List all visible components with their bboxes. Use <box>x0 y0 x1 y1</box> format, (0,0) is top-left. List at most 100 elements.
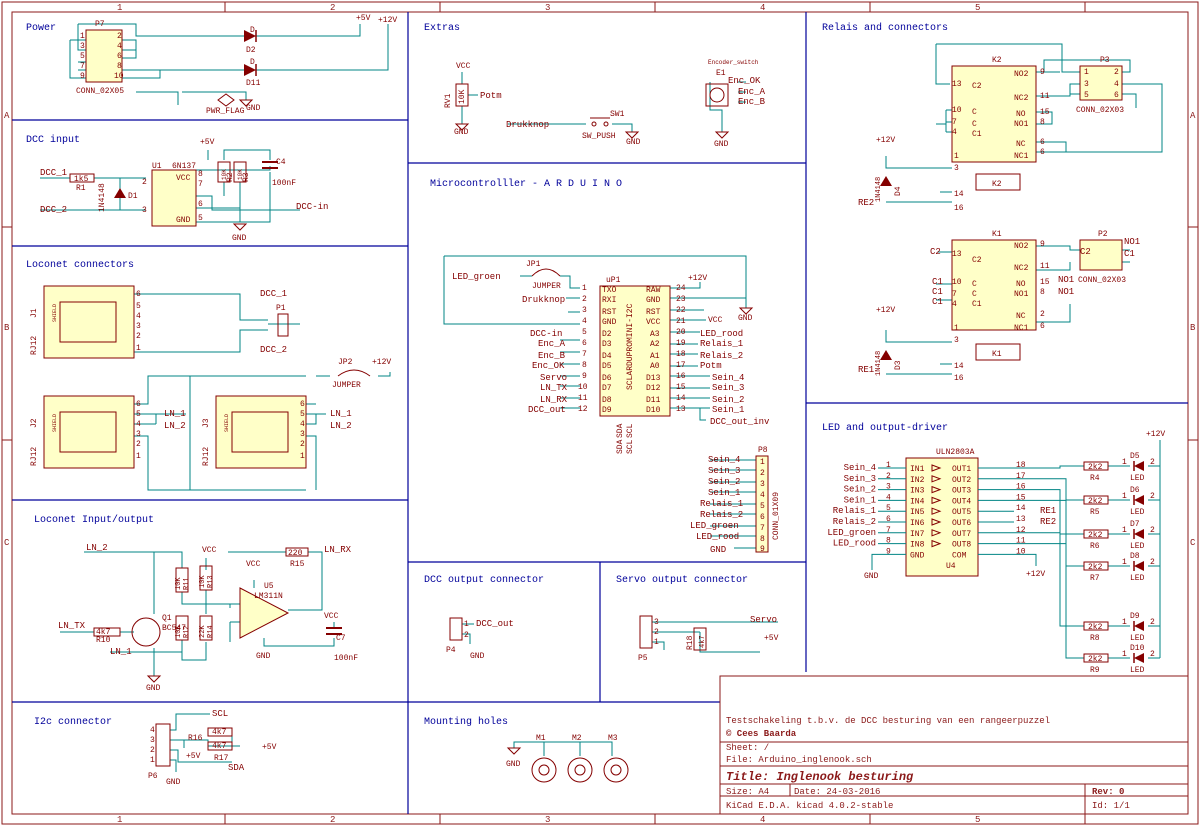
svg-text:+12V: +12V <box>688 274 707 283</box>
svg-text:+12V: +12V <box>1146 430 1165 439</box>
svg-text:GND: GND <box>602 318 617 327</box>
svg-text:11: 11 <box>1040 262 1050 271</box>
row-label: A <box>4 111 10 121</box>
resistor-value: 2k2 <box>1088 497 1103 506</box>
svg-text:1: 1 <box>1084 68 1089 77</box>
svg-text:4k7: 4k7 <box>212 728 227 737</box>
svg-text:+5V: +5V <box>186 752 201 761</box>
svg-text:JUMPER: JUMPER <box>332 381 361 390</box>
resistor-ref: R7 <box>1090 574 1100 583</box>
r2-resistor <box>217 161 231 183</box>
gnd-icon <box>146 675 162 683</box>
title-file: File: Arduino_inglenook.sch <box>726 755 872 765</box>
svg-text:RJ12: RJ12 <box>30 447 39 466</box>
svg-text:CONN_02X03: CONN_02X03 <box>1076 106 1124 115</box>
section-title-dcc-output: DCC output connector <box>424 575 544 586</box>
svg-text:6: 6 <box>1040 322 1045 331</box>
svg-text:1: 1 <box>954 152 959 161</box>
section-title-relais: Relais and connectors <box>822 22 948 34</box>
pin-number: 3 <box>886 483 891 492</box>
pin-label: COM <box>952 551 967 560</box>
svg-text:K2: K2 <box>992 56 1002 65</box>
svg-text:M2: M2 <box>572 734 582 743</box>
svg-text:2: 2 <box>136 332 141 341</box>
resistor-ref: R8 <box>1090 634 1100 643</box>
svg-text:VCC: VCC <box>202 546 217 555</box>
svg-text:1: 1 <box>300 452 305 461</box>
k1-relay <box>951 239 1037 331</box>
svg-text:3: 3 <box>136 430 141 439</box>
section-title-loconet-connectors: Loconet connectors <box>26 260 134 271</box>
led-input-net: Sein_1 <box>844 495 876 505</box>
svg-text:4: 4 <box>300 420 305 429</box>
pin-label: OUT7 <box>952 530 971 539</box>
svg-text:16: 16 <box>954 374 964 383</box>
resistor-value: 2k2 <box>1088 623 1103 632</box>
pin-number: 18 <box>1016 461 1026 470</box>
svg-text:P1: P1 <box>276 304 286 313</box>
d11-ref: D <box>250 58 255 67</box>
svg-text:4: 4 <box>136 420 141 429</box>
svg-text:GND: GND <box>232 234 247 243</box>
pin-label: OUT5 <box>952 508 971 517</box>
svg-text:15: 15 <box>1040 108 1050 117</box>
svg-text:6: 6 <box>1114 91 1119 100</box>
svg-text:14: 14 <box>954 362 964 371</box>
svg-text:Drukknop: Drukknop <box>522 295 565 305</box>
svg-text:7: 7 <box>582 350 587 359</box>
svg-text:JP2: JP2 <box>338 358 353 367</box>
svg-text:15: 15 <box>1040 278 1050 287</box>
svg-text:Encoder_switch: Encoder_switch <box>708 59 759 66</box>
svg-text:6: 6 <box>1040 148 1045 157</box>
svg-text:GND: GND <box>626 138 641 147</box>
svg-text:5: 5 <box>760 502 765 511</box>
pin-label: OUT3 <box>952 487 971 496</box>
svg-text:C2: C2 <box>972 82 982 91</box>
pin-number: 1 <box>886 461 891 470</box>
svg-text:7: 7 <box>952 118 957 127</box>
svg-text:5: 5 <box>136 410 141 419</box>
svg-text:TXO: TXO <box>602 286 617 295</box>
d11-value: D11 <box>246 79 261 88</box>
p7-ref: P7 <box>95 20 105 29</box>
svg-text:Sein_1: Sein_1 <box>712 405 744 415</box>
svg-text:11: 11 <box>578 394 588 403</box>
section-title-led-driver: LED and output-driver <box>822 422 948 434</box>
svg-text:2: 2 <box>1040 310 1045 319</box>
svg-text:C1: C1 <box>1124 249 1135 259</box>
svg-text:14: 14 <box>676 394 686 403</box>
svg-text:U1: U1 <box>152 162 162 171</box>
svg-text:100nF: 100nF <box>334 654 358 663</box>
svg-text:14: 14 <box>954 190 964 199</box>
svg-text:6: 6 <box>117 52 122 61</box>
svg-text:Sein_2: Sein_2 <box>712 395 744 405</box>
jp1-jumper-icon <box>531 268 561 277</box>
servo-output-section: P5 3 2 1 Servo R18 4k7 +5V <box>638 615 779 663</box>
svg-text:1: 1 <box>582 284 587 293</box>
r16-resistor <box>207 727 233 737</box>
j3-rj12 <box>215 395 307 469</box>
svg-text:SDA: SDA <box>616 423 625 438</box>
svg-text:23: 23 <box>676 295 686 304</box>
svg-text:VCC: VCC <box>176 174 191 183</box>
svg-text:4k7: 4k7 <box>699 635 707 648</box>
svg-text:12: 12 <box>578 405 588 414</box>
led-resistor <box>1083 461 1109 471</box>
m2-mounting-hole <box>567 757 593 783</box>
svg-text:4k7: 4k7 <box>96 628 111 637</box>
svg-text:GND: GND <box>470 652 485 661</box>
svg-text:3: 3 <box>954 336 959 345</box>
svg-text:10K: 10K <box>221 169 228 180</box>
resistor-ref: R5 <box>1090 508 1100 517</box>
col-label: 4 <box>760 3 765 13</box>
title-tool: KiCad E.D.A. kicad 4.0.2-stable <box>726 801 893 811</box>
dcc-in-net: DCC-in <box>296 202 328 212</box>
svg-text:R1: R1 <box>76 184 86 193</box>
svg-text:R3: R3 <box>242 172 251 182</box>
svg-text:DCC_out_inv: DCC_out_inv <box>710 417 770 427</box>
m3-mounting-hole <box>603 757 629 783</box>
r17-resistor <box>207 741 233 751</box>
resistor-value: 2k2 <box>1088 655 1103 664</box>
